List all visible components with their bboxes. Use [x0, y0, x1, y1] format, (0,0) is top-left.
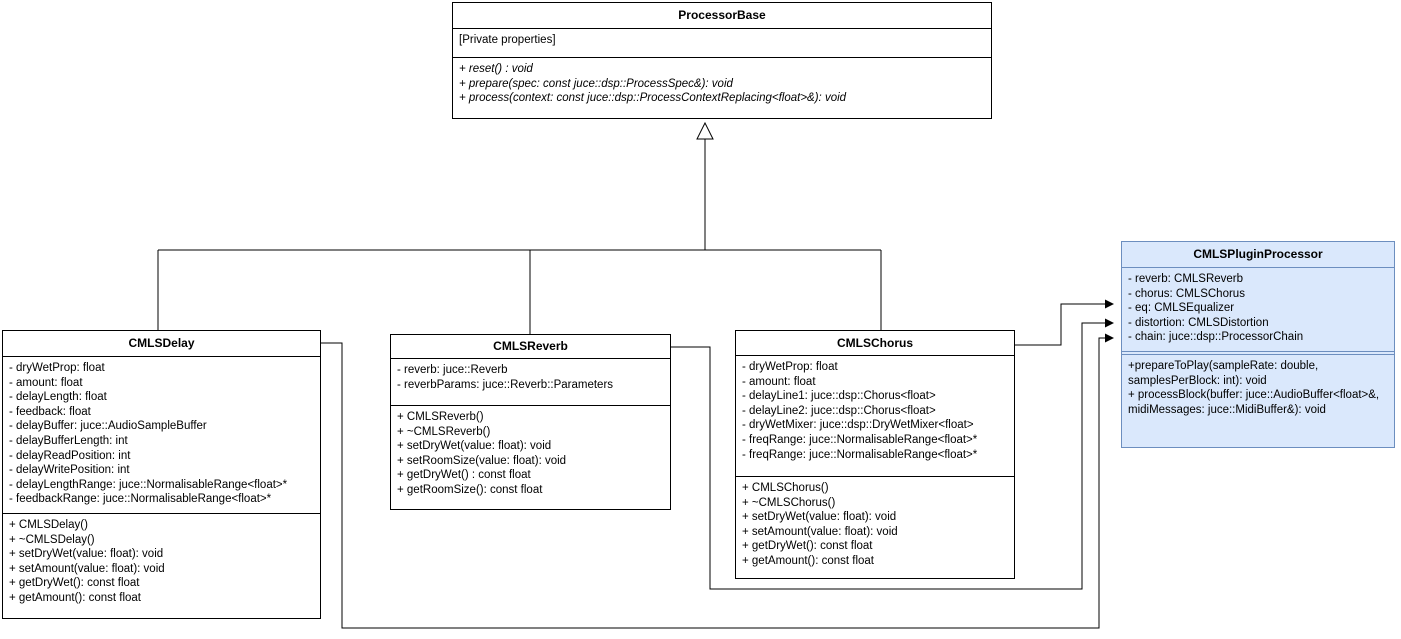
member-row: - delayLine2: juce::dsp::Chorus<float> — [742, 404, 936, 417]
fields-section: - reverb: CMLSReverb - chorus: CMLSChorus… — [1122, 268, 1394, 351]
member-row: + getDryWet(): const float — [9, 577, 140, 590]
member-row: - dryWetProp: float — [9, 362, 105, 374]
member-row: + ~CMLSChorus() — [742, 496, 836, 509]
member-row: - amount: float — [9, 376, 83, 389]
member-row: - distortion: CMLSDistortion — [1128, 316, 1269, 329]
member-row: + setAmount(value: float): void — [742, 525, 898, 538]
member-row: + ~CMLSReverb() — [397, 425, 491, 438]
class-title: CMLSChorus — [736, 331, 1014, 356]
member-row: + setDryWet(value: float): void — [9, 548, 164, 561]
member-row: - delayLengthRange: juce::NormalisableRa… — [9, 478, 288, 491]
member-row: + prepare(spec: const juce::dsp::Process… — [459, 77, 733, 90]
member-row: - reverbParams: juce::Reverb::Parameters — [397, 378, 614, 391]
member-row: - delayLength: float — [9, 391, 107, 404]
class-cmlschorus: CMLSChorus - dryWetProp: float - amount: … — [735, 330, 1015, 579]
member-row: - eq: CMLSEqualizer — [1128, 302, 1235, 315]
member-row: - freqRange: juce::NormalisableRange<flo… — [742, 433, 978, 446]
member-row: - chorus: CMLSChorus — [1128, 287, 1245, 300]
member-row: - feedbackRange: juce::NormalisableRange… — [9, 493, 272, 506]
methods-section: + CMLSChorus() + ~CMLSChorus() + setDryWet… — [736, 476, 1014, 578]
member-row: - delayWritePosition: int — [9, 464, 130, 477]
methods-section: +prepareToPlay(sampleRate: double, sampl… — [1122, 355, 1394, 447]
class-title: CMLSReverb — [391, 335, 670, 359]
member-row: + processBlock(buffer: juce::AudioBuffer… — [1128, 389, 1380, 416]
member-row: + getRoomSize(): const float — [397, 483, 543, 496]
class-processorbase: ProcessorBase [Private properties] + res… — [452, 2, 992, 119]
member-row: + process(context: const juce::dsp::Proc… — [459, 92, 847, 105]
member-row: - delayBuffer: juce::AudioSampleBuffer — [9, 420, 207, 433]
member-row: - amount: float — [742, 375, 816, 388]
member-row: - dryWetMixer: juce::dsp::DryWetMixer<fl… — [742, 419, 974, 432]
fields-section: - dryWetProp: float - amount: float - dela… — [3, 357, 320, 513]
member-row: +prepareToPlay(sampleRate: double, sampl… — [1128, 360, 1319, 387]
methods-section: + reset() : void + prepare(spec: const ju… — [453, 57, 991, 118]
member-row: - delayLine1: juce::dsp::Chorus<float> — [742, 390, 936, 403]
class-cmlsreverb: CMLSReverb - reverb: juce::Reverb- rever… — [390, 334, 671, 510]
methods-section: + CMLSDelay() + ~CMLSDelay() + setDryWet(v… — [3, 513, 320, 618]
member-row: + setAmount(value: float): void — [9, 562, 165, 575]
class-title: ProcessorBase — [453, 3, 991, 29]
stereotype-label: [Private properties] — [459, 34, 556, 46]
member-row: + getDryWet() : const float — [397, 469, 531, 482]
member-row: - chain: juce::dsp::ProcessorChain — [1128, 331, 1304, 344]
fields-section: - reverb: juce::Reverb- reverbParams: ju… — [391, 359, 670, 405]
member-row: - delayReadPosition: int — [9, 449, 131, 462]
class-cmlspluginprocessor: CMLSPluginProcessor - reverb: CMLSReverb… — [1121, 241, 1395, 448]
stereotype-section: [Private properties] — [453, 29, 991, 57]
member-row: - feedback: float — [9, 405, 91, 418]
member-row: + CMLSReverb() — [397, 411, 484, 423]
inheritance-triangle-icon — [696, 121, 714, 140]
member-row: - reverb: juce::Reverb — [397, 364, 508, 376]
member-row: - freqRange: juce::NormalisableRange<flo… — [742, 448, 978, 461]
member-row: + setDryWet(value: float): void — [397, 440, 552, 453]
inheritance-connector — [157, 121, 882, 334]
member-row: + ~CMLSDelay() — [9, 533, 95, 546]
member-row: + reset() : void — [459, 63, 533, 75]
fields-section: - dryWetProp: float - amount: float - dela… — [736, 356, 1014, 476]
member-row: - reverb: CMLSReverb — [1128, 273, 1244, 285]
member-row: + setDryWet(value: float): void — [742, 511, 897, 524]
member-row: + getAmount(): const float — [742, 554, 874, 567]
double-line-separator — [1122, 351, 1394, 355]
member-row: + CMLSDelay() — [9, 519, 88, 531]
member-row: - dryWetProp: float — [742, 361, 838, 373]
class-cmlsdelay: CMLSDelay - dryWetProp: float - amount: f… — [2, 330, 321, 619]
member-row: + setRoomSize(value: float): void — [397, 454, 567, 467]
member-row: + getAmount(): const float — [9, 591, 141, 604]
methods-section: + CMLSReverb() + ~CMLSReverb() + setDryWet… — [391, 405, 670, 509]
member-row: + getDryWet(): const float — [742, 540, 873, 553]
class-title: CMLSDelay — [3, 331, 320, 357]
association-chorus-to-plugin — [1015, 299, 1114, 346]
member-row: + CMLSChorus() — [742, 482, 829, 494]
class-title: CMLSPluginProcessor — [1122, 242, 1394, 268]
member-row: - delayBufferLength: int — [9, 434, 128, 447]
